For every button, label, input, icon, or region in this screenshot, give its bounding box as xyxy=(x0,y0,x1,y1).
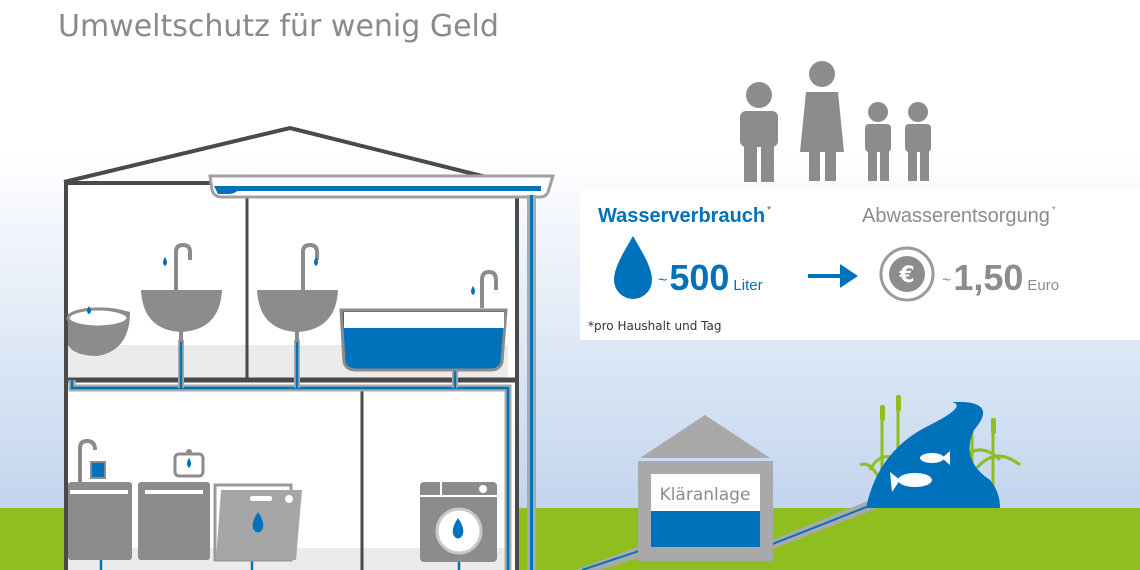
child-icon xyxy=(905,102,931,181)
page-title: Umweltschutz für wenig Geld xyxy=(58,9,499,44)
man-icon xyxy=(740,82,778,182)
downspout-pipe xyxy=(527,195,536,570)
consumption-label: Wasserverbrauch xyxy=(598,205,765,227)
bathtub-icon xyxy=(339,269,508,372)
treatment-plant: Kläranlage xyxy=(638,415,773,561)
woman-icon xyxy=(800,61,844,181)
sink-icon xyxy=(141,242,222,342)
sewer-pipe xyxy=(575,500,878,570)
fish-icon xyxy=(890,472,932,492)
asterisk: * xyxy=(1052,205,1056,216)
child-icon xyxy=(865,102,891,181)
info-panel: Wasserverbrauch* Abwasserentsorgung* ~50… xyxy=(580,190,1140,340)
euro-coin-icon: € xyxy=(879,246,935,302)
disposal-heading: Abwasserentsorgung* xyxy=(862,205,1056,227)
washing-machine-icon xyxy=(420,482,497,562)
disposal-unit: Euro xyxy=(1027,277,1059,294)
arrow-right-icon xyxy=(808,264,858,288)
footnote: *pro Haushalt und Tag xyxy=(588,319,721,333)
river xyxy=(859,395,1021,508)
disposal-value: 1,50 xyxy=(953,257,1023,298)
fish-icon xyxy=(920,451,950,465)
kitchen-sink-icon xyxy=(68,438,132,560)
plant-label: Kläranlage xyxy=(660,485,751,505)
consumption-value: 500 xyxy=(669,257,729,298)
house xyxy=(63,125,556,570)
gutter xyxy=(208,174,556,199)
disposal-label: Abwasserentsorgung xyxy=(862,205,1050,227)
sink-icon xyxy=(257,242,338,342)
asterisk: * xyxy=(767,205,771,216)
family-icon xyxy=(740,61,931,182)
dishwasher-icon xyxy=(213,483,302,562)
toilet-icon xyxy=(66,306,130,356)
tilde: ~ xyxy=(658,272,667,289)
drain-pipes xyxy=(68,340,512,570)
water-drop-icon xyxy=(614,236,652,299)
tilde: ~ xyxy=(942,272,951,289)
svg-text:€: € xyxy=(898,263,914,288)
consumption-heading: Wasserverbrauch* xyxy=(598,205,771,227)
stove-icon xyxy=(138,449,210,560)
consumption-unit: Liter xyxy=(733,277,762,294)
